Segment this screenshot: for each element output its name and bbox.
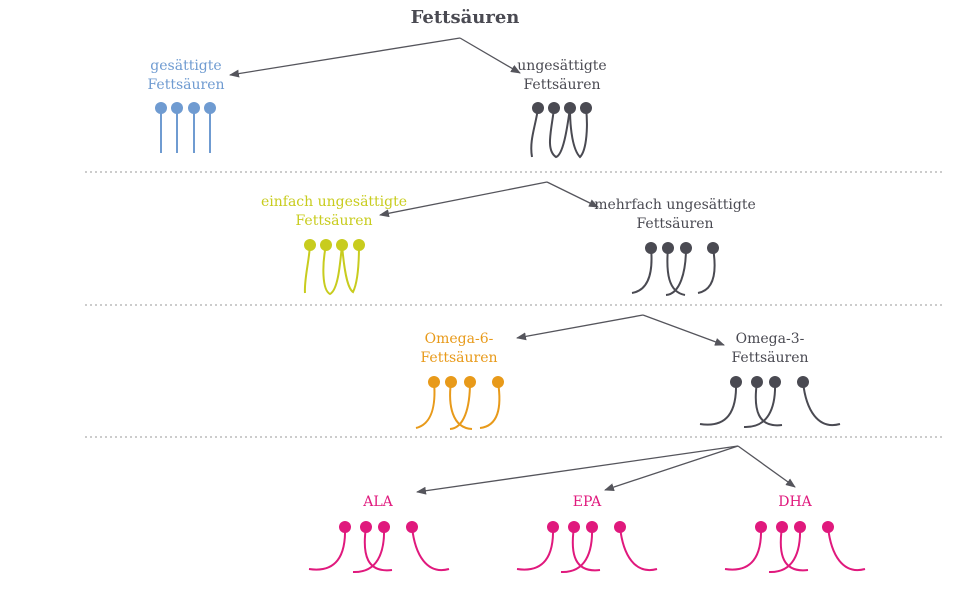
- molecule-ala: [308, 521, 450, 574]
- arrow-to-omega6: [516, 314, 644, 341]
- molecule-omega3: [699, 376, 841, 429]
- dha-label: DHA: [778, 494, 812, 510]
- ala-label: ALA: [362, 494, 393, 510]
- molecule-unsaturated: [530, 102, 592, 159]
- node-unsaturated: ungesättigte Fettsäuren: [517, 58, 606, 93]
- omega3-label-line1: Omega-3-: [736, 331, 805, 347]
- arrow-to-dha: [737, 445, 796, 488]
- molecule-saturated: [155, 102, 216, 153]
- epa-label: EPA: [573, 494, 602, 510]
- node-omega3: Omega-3- Fettsäuren: [731, 331, 808, 366]
- omega6-label-line2: Fettsäuren: [420, 350, 497, 366]
- molecule-polyunsaturated: [631, 242, 719, 296]
- saturated-label-line2: Fettsäuren: [147, 77, 224, 93]
- polyunsaturated-label-line2: Fettsäuren: [636, 216, 713, 232]
- unsaturated-label-line2: Fettsäuren: [523, 77, 600, 93]
- arrow-to-polyunsaturated: [546, 181, 599, 208]
- monounsaturated-label-line2: Fettsäuren: [295, 213, 372, 229]
- molecule-epa: [516, 521, 658, 574]
- arrow-to-monounsaturated: [379, 181, 548, 218]
- arrow-to-ala: [416, 445, 739, 495]
- diagram-title: Fettsäuren: [411, 7, 520, 28]
- polyunsaturated-label-line1: mehrfach ungesättigte: [594, 197, 756, 213]
- omega6-label-line1: Omega-6-: [425, 331, 494, 347]
- node-polyunsaturated: mehrfach ungesättigte Fettsäuren: [594, 197, 756, 232]
- node-monounsaturated: einfach ungesättigte Fettsäuren: [261, 194, 407, 229]
- molecule-omega6: [415, 376, 504, 430]
- arrow-to-omega3: [642, 314, 725, 346]
- node-saturated: gesättigte Fettsäuren: [147, 58, 224, 93]
- molecule-dha: [724, 521, 866, 574]
- molecule-monounsaturated: [303, 239, 365, 296]
- monounsaturated-label-line1: einfach ungesättigte: [261, 194, 407, 210]
- omega3-label-line2: Fettsäuren: [731, 350, 808, 366]
- unsaturated-label-line1: ungesättigte: [517, 58, 606, 74]
- saturated-label-line1: gesättigte: [150, 58, 221, 74]
- node-omega6: Omega-6- Fettsäuren: [420, 331, 497, 366]
- arrow-to-unsaturated: [459, 37, 521, 74]
- arrow-to-epa: [604, 445, 739, 491]
- arrows: [229, 37, 796, 495]
- arrow-to-saturated: [229, 37, 461, 78]
